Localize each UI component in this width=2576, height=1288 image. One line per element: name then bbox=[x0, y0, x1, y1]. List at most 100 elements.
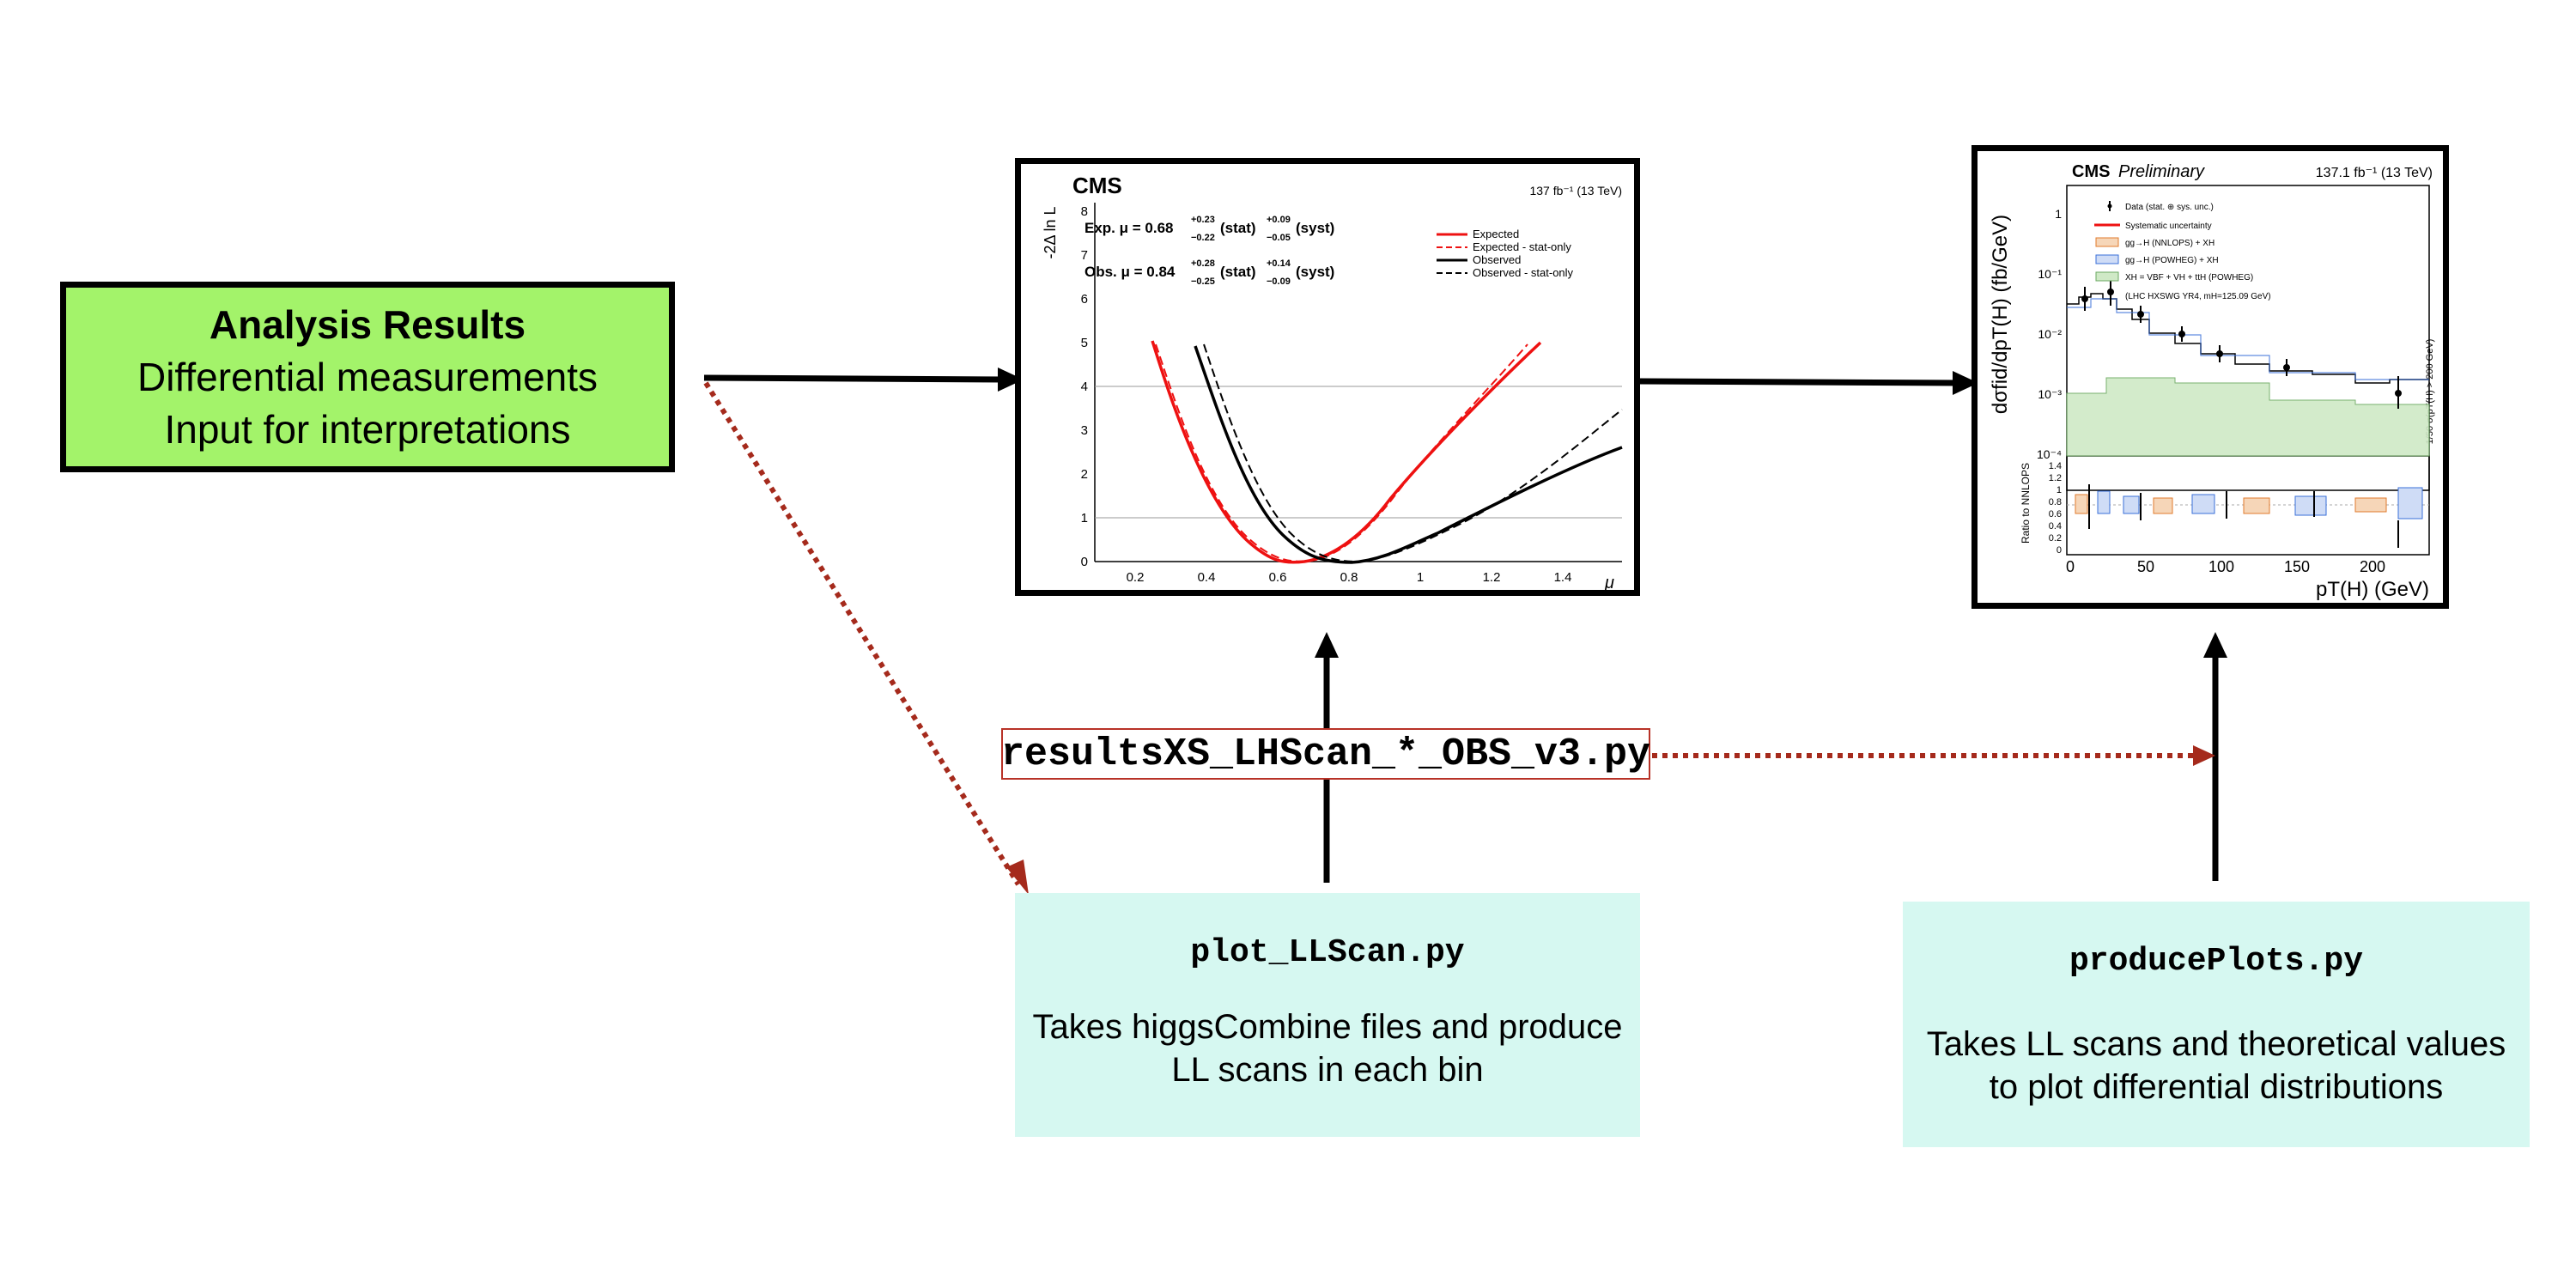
arrow-produce-to-diff bbox=[2203, 632, 2227, 881]
produce-plots-name: producePlots.py bbox=[2069, 943, 2364, 980]
diff-xtick: 0 bbox=[2066, 558, 2075, 575]
data-points bbox=[2081, 278, 2402, 409]
legend-hxswg: (LHC HXSWG YR4, mH=125.09 GeV) bbox=[2125, 292, 2271, 301]
plot-llscan-name: plot_LLScan.py bbox=[1190, 934, 1465, 971]
xh-band bbox=[2066, 377, 2430, 457]
exp-stat-label: (stat) bbox=[1220, 220, 1256, 236]
ratio-tick: 1.2 bbox=[2049, 473, 2062, 483]
diff-xtick: 100 bbox=[2208, 558, 2234, 575]
diff-y-ticks: 1 10⁻¹ 10⁻² 10⁻³ 10⁻⁴ bbox=[2037, 207, 2062, 461]
exp-stat-up: +0.23 bbox=[1191, 215, 1215, 225]
legend-nnlops: gg→H (NNLOPS) + XH bbox=[2125, 239, 2215, 248]
obs-syst-label: (syst) bbox=[1296, 264, 1334, 280]
nnlops-histogram bbox=[2067, 293, 2429, 384]
plot-llscan-desc-line1: Takes higgsCombine files and produce bbox=[1032, 1008, 1623, 1046]
diff-xtick: 150 bbox=[2284, 558, 2310, 575]
ratio-tick: 0.4 bbox=[2049, 521, 2062, 532]
produce-plots-box: producePlots.py Takes LL scans and theor… bbox=[1903, 902, 2530, 1147]
scan-ytick: 3 bbox=[1081, 423, 1088, 438]
scan-cms-label: CMS bbox=[1072, 173, 1122, 198]
scan-ytick: 1 bbox=[1081, 511, 1088, 526]
diff-xtick: 200 bbox=[2360, 558, 2385, 575]
diff-lumi-label: 137.1 fb⁻¹ (13 TeV) bbox=[2316, 166, 2433, 180]
exp-syst-label: (syst) bbox=[1296, 220, 1334, 236]
produce-plots-desc-line1: Takes LL scans and theoretical values bbox=[1926, 1025, 2506, 1063]
scan-xtick: 0.6 bbox=[1269, 570, 1287, 585]
scan-ytick: 5 bbox=[1081, 336, 1088, 350]
curve-observed-stat-only bbox=[1203, 343, 1623, 563]
diff-cms-label: CMS bbox=[2072, 162, 2110, 181]
produce-plots-desc-line2: to plot differential distributions bbox=[1989, 1068, 2444, 1106]
diff-ytick: 10⁻³ bbox=[2038, 387, 2062, 401]
obs-stat-up: +0.28 bbox=[1191, 258, 1215, 269]
exp-mu-value: Exp. μ = 0.68 bbox=[1084, 220, 1174, 236]
plot-llscan-desc-line2: LL scans in each bin bbox=[1171, 1051, 1484, 1089]
exp-stat-down: −0.22 bbox=[1191, 233, 1215, 243]
likelihood-scan-plot: CMS 137 fb⁻¹ (13 TeV) -2Δ ln L Exp. μ = … bbox=[1015, 158, 1640, 596]
curve-observed bbox=[1194, 345, 1623, 564]
scan-xtick: 1.2 bbox=[1483, 570, 1501, 585]
diff-ytick: 10⁻⁴ bbox=[2037, 447, 2062, 461]
scan-xtick: 0.4 bbox=[1198, 570, 1216, 585]
legend-expected-stat-only: Expected - stat-only bbox=[1473, 240, 1571, 253]
legend-expected: Expected bbox=[1473, 228, 1519, 240]
curve-expected-stat-only bbox=[1155, 343, 1528, 562]
scan-xtick: 1 bbox=[1417, 570, 1424, 585]
ratio-tick: 0.8 bbox=[2049, 497, 2062, 507]
diff-preliminary-label: Preliminary bbox=[2118, 162, 2205, 181]
analysis-line-interpretations: Input for interpretations bbox=[164, 406, 571, 452]
ratio-tick: 0.6 bbox=[2049, 509, 2062, 519]
scan-x-ticks: 0.2 0.4 0.6 0.8 1 1.2 1.4 bbox=[1127, 570, 1572, 585]
differential-svg: CMS Preliminary 137.1 fb⁻¹ (13 TeV) dσfi… bbox=[1989, 162, 2435, 601]
diff-legend: Data (stat. ⊕ sys. unc.) Systematic unce… bbox=[2094, 201, 2271, 301]
scan-obs-result: Obs. μ = 0.84 +0.28 −0.25 (stat) +0.14 −… bbox=[1084, 258, 1334, 287]
legend-observed: Observed bbox=[1473, 253, 1521, 266]
diff-x-ticks: 0 50 100 150 200 bbox=[2066, 558, 2385, 575]
diff-ytick: 1 bbox=[2055, 207, 2062, 221]
legend-powheg: gg→H (POWHEG) + XH bbox=[2125, 256, 2219, 265]
scan-xtick: 0.2 bbox=[1127, 570, 1145, 585]
scan-ytick: 2 bbox=[1081, 467, 1088, 482]
diff-xlabel: pT(H) (GeV) bbox=[2316, 578, 2429, 601]
ratio-tick: 0.2 bbox=[2049, 533, 2062, 544]
scan-ytick: 6 bbox=[1081, 292, 1088, 307]
scan-ytick: 8 bbox=[1081, 204, 1088, 219]
diff-ytick: 10⁻² bbox=[2038, 327, 2062, 341]
differential-distribution-plot: CMS Preliminary 137.1 fb⁻¹ (13 TeV) dσfi… bbox=[1971, 145, 2449, 609]
analysis-results-box: Analysis Results Differential measuremen… bbox=[60, 282, 675, 472]
curve-expected-main bbox=[1151, 340, 1542, 564]
scan-axes bbox=[1094, 203, 1622, 562]
likelihood-scan-svg: CMS 137 fb⁻¹ (13 TeV) -2Δ ln L Exp. μ = … bbox=[1042, 173, 1623, 590]
ratio-bars bbox=[2075, 484, 2423, 548]
scan-xtick: 0.8 bbox=[1340, 570, 1358, 585]
scan-ylabel: -2Δ ln L bbox=[1042, 206, 1059, 258]
dotted-arrow-analysis-to-plotll bbox=[703, 381, 1029, 895]
legend-data: Data (stat. ⊕ sys. unc.) bbox=[2125, 203, 2214, 212]
diff-ratio-label: Ratio to NNLOPS bbox=[2020, 463, 2032, 544]
arrow-scan-to-diff bbox=[1639, 371, 1978, 395]
ratio-tick: 1 bbox=[2057, 485, 2062, 495]
obs-mu-value: Obs. μ = 0.84 bbox=[1084, 264, 1176, 280]
legend-xh: XH = VBF + VH + ttH (POWHEG) bbox=[2125, 273, 2253, 283]
obs-syst-down: −0.09 bbox=[1267, 276, 1291, 287]
analysis-line-differential: Differential measurements bbox=[137, 354, 598, 399]
diff-ylabel: dσfid/dpT(H) (fb/GeV) bbox=[1989, 215, 2012, 414]
obs-stat-label: (stat) bbox=[1220, 264, 1256, 280]
scan-ytick: 7 bbox=[1081, 248, 1088, 263]
obs-stat-down: −0.25 bbox=[1191, 276, 1215, 287]
obs-syst-up: +0.14 bbox=[1267, 258, 1291, 269]
legend-systematic: Systematic uncertainty bbox=[2125, 222, 2212, 231]
scan-exp-result: Exp. μ = 0.68 +0.23 −0.22 (stat) +0.09 −… bbox=[1084, 215, 1334, 243]
scan-ytick: 4 bbox=[1081, 380, 1088, 394]
scan-lumi-label: 137 fb⁻¹ (13 TeV) bbox=[1529, 184, 1622, 197]
results-script-label: resultsXS_LHScan_*_OBS_v3.py bbox=[1001, 728, 1650, 780]
exp-syst-down: −0.05 bbox=[1267, 233, 1291, 243]
exp-syst-up: +0.09 bbox=[1267, 215, 1291, 225]
analysis-title: Analysis Results bbox=[209, 301, 526, 347]
scan-xlabel: μ bbox=[1604, 574, 1614, 590]
ratio-tick: 1.4 bbox=[2049, 461, 2062, 471]
legend-observed-stat-only: Observed - stat-only bbox=[1473, 266, 1574, 279]
diff-ytick: 10⁻¹ bbox=[2038, 267, 2062, 281]
scan-y-ticks: 0 1 2 3 4 5 6 7 8 bbox=[1081, 204, 1088, 569]
powheg-histogram bbox=[2067, 298, 2429, 380]
